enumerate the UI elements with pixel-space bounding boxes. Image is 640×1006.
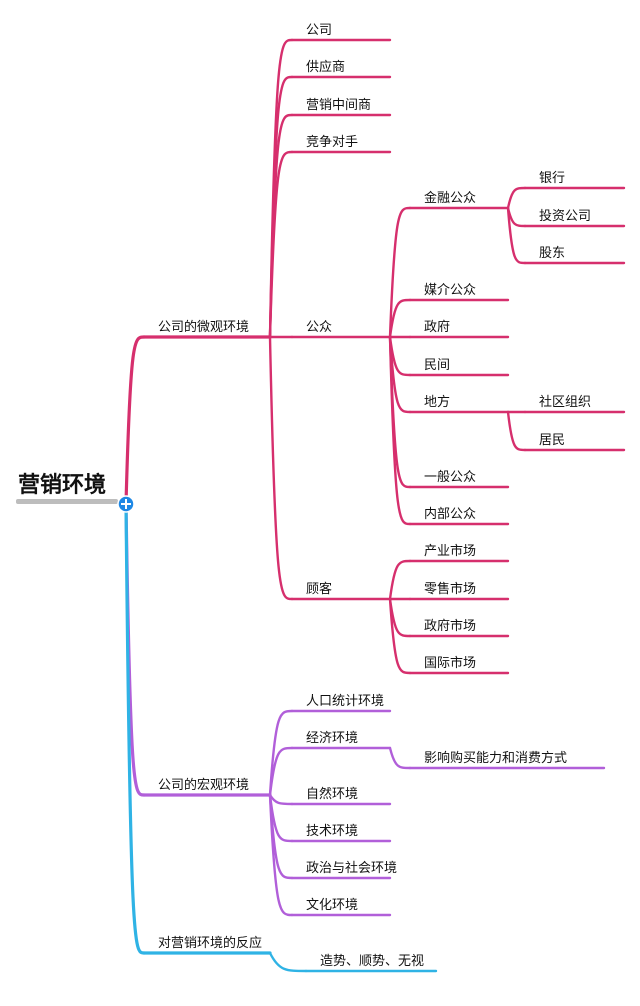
connector-c0.4.0	[388, 206, 412, 339]
connector-c0	[124, 335, 146, 506]
node-c1.3[interactable]: 技术环境	[306, 824, 358, 839]
node-c0.5[interactable]: 顾客	[306, 581, 332, 597]
connector-c0.4.1	[388, 298, 412, 339]
node-c1.1[interactable]: 经济环境	[306, 731, 358, 746]
node-c0.4.4.0[interactable]: 社区组织	[539, 394, 591, 410]
connector-c0.4.0.1	[506, 206, 527, 228]
connector-c2.0	[268, 951, 308, 973]
node-c0[interactable]: 公司的微观环境	[158, 319, 249, 335]
connector-c1.5	[268, 793, 294, 917]
node-c0.4.4.1[interactable]: 居民	[539, 433, 565, 448]
node-c1.1.0[interactable]: 影响购买能力和消费方式	[424, 750, 567, 766]
node-c0.0[interactable]: 公司	[306, 23, 332, 38]
node-c0.4.2[interactable]: 政府	[424, 320, 450, 335]
connector-c1.1.0	[388, 746, 412, 770]
node-c0.5.2[interactable]: 政府市场	[424, 618, 476, 634]
node-c0.4.0.0[interactable]: 银行	[539, 171, 565, 186]
root-underline	[16, 499, 118, 504]
node-c1.4[interactable]: 政治与社会环境	[306, 860, 397, 876]
node-c1.5[interactable]: 文化环境	[306, 898, 358, 913]
connector-c0.4.0.0	[506, 186, 527, 210]
connector-c2	[124, 502, 146, 955]
node-c0.4.0.1[interactable]: 投资公司	[539, 208, 591, 224]
node-c0.4.0.2[interactable]: 股东	[539, 246, 565, 261]
node-c0.3[interactable]: 竞争对手	[306, 134, 358, 150]
node-c0.5.0[interactable]: 产业市场	[424, 543, 476, 559]
node-c0.4.4[interactable]: 地方	[424, 394, 450, 410]
node-c0.4.6[interactable]: 内部公众	[424, 506, 476, 522]
root-node-label[interactable]: 营销环境	[18, 472, 106, 498]
node-c1.2[interactable]: 自然环境	[306, 786, 358, 802]
mind-map-connectors	[124, 38, 626, 973]
node-c0.4.1[interactable]: 媒介公众	[424, 283, 476, 298]
node-c0.4[interactable]: 公众	[306, 320, 332, 335]
connector-c0.5.0	[388, 559, 412, 601]
node-c0.2[interactable]: 营销中间商	[306, 98, 371, 113]
node-c0.5.1[interactable]: 零售市场	[424, 581, 476, 597]
connector-c0.4.0.2	[506, 206, 527, 265]
node-c0.4.3[interactable]: 民间	[424, 358, 450, 373]
node-c0.5.3[interactable]: 国际市场	[424, 655, 476, 671]
node-c0.1[interactable]: 供应商	[306, 59, 345, 75]
connector-c0.5	[268, 335, 294, 601]
node-c1[interactable]: 公司的宏观环境	[158, 777, 249, 793]
node-c2.0[interactable]: 造势、顺势、无视	[320, 953, 424, 969]
connector-c0.4.6	[388, 335, 412, 526]
connector-c0.3	[268, 150, 294, 339]
connector-c0.5.3	[388, 597, 412, 675]
node-c1.0[interactable]: 人口统计环境	[306, 694, 384, 709]
connector-c1.2	[268, 793, 294, 806]
connector-c0.4.4.1	[506, 410, 527, 452]
connector-c1.1	[268, 746, 294, 797]
plus-icon[interactable]	[117, 495, 135, 513]
node-c0.4.5[interactable]: 一般公众	[424, 469, 476, 485]
connector-c1.0	[268, 709, 294, 797]
node-c0.4.0[interactable]: 金融公众	[424, 190, 476, 206]
node-c2[interactable]: 对营销环境的反应	[158, 935, 262, 951]
